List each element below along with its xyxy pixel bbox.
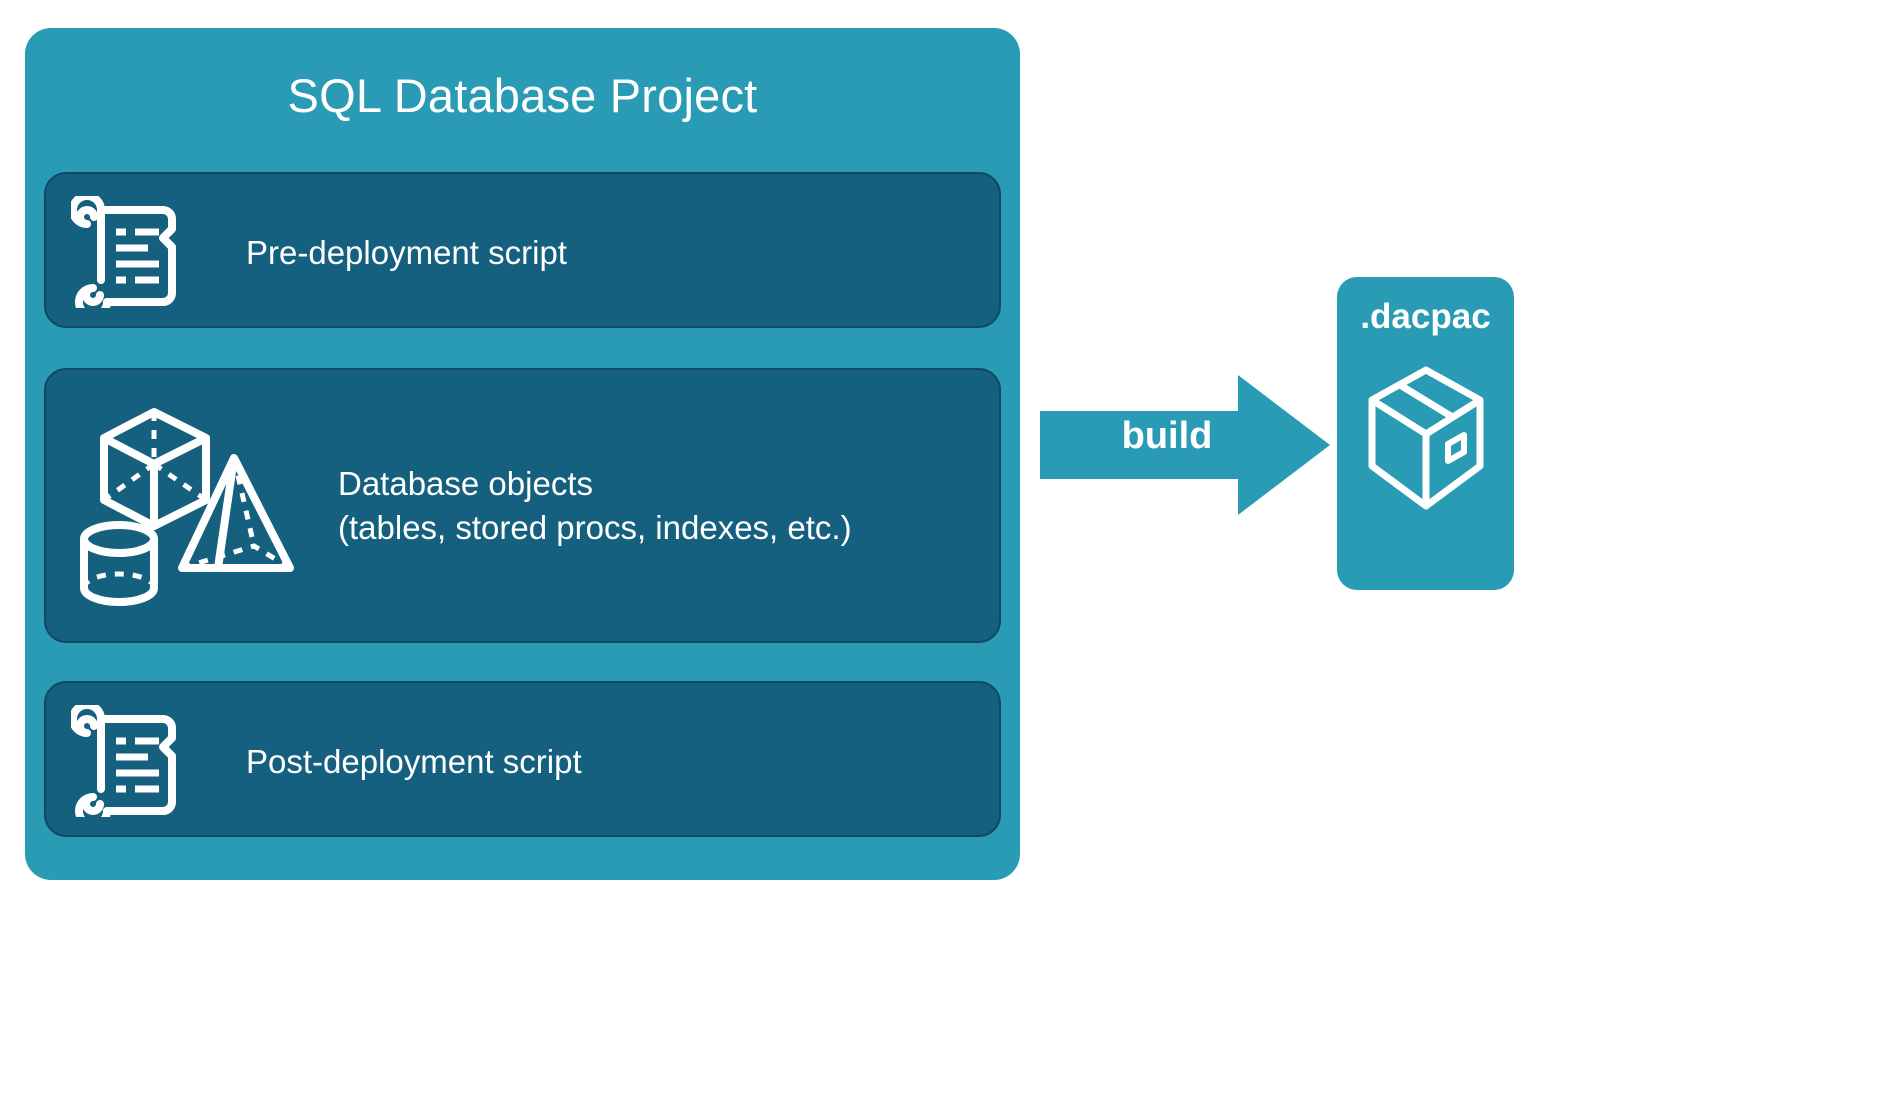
dacpac-label: .dacpac — [1360, 297, 1491, 336]
card-database-objects-label-line2: (tables, stored procs, indexes, etc.) — [338, 509, 852, 546]
database-objects-icon-group — [66, 396, 326, 626]
package-box-icon — [1364, 362, 1488, 519]
page-title: SQL Database Project — [287, 69, 758, 122]
scroll-icon — [69, 701, 191, 829]
card-post-deployment-script[interactable]: Post-deployment script — [44, 681, 1001, 837]
sql-database-project-container: SQL Database Project — [25, 28, 1020, 880]
build-arrow-label: build — [1121, 415, 1213, 457]
card-post-deployment-label: Post-deployment script — [246, 743, 582, 780]
card-database-objects-label-line1: Database objects — [338, 465, 593, 502]
card-pre-deployment-label: Pre-deployment script — [246, 234, 567, 271]
card-pre-deployment-script[interactable]: Pre-deployment script — [44, 172, 1001, 328]
scroll-icon — [69, 192, 191, 320]
dacpac-output-box[interactable]: .dacpac — [1337, 277, 1514, 590]
card-database-objects[interactable]: Database objects (tables, stored procs, … — [44, 368, 1001, 643]
build-arrow-icon — [1040, 375, 1330, 515]
